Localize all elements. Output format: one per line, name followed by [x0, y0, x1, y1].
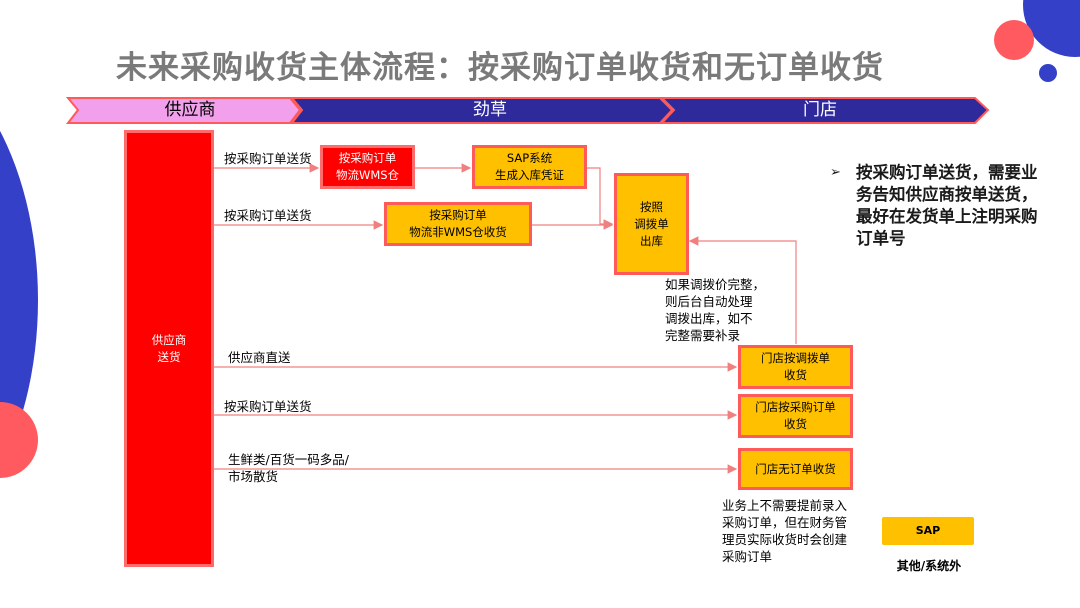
bullet-text: 按采购订单送货，需要业务告知供应商按单送货，最好在发货单上注明采购订单号	[856, 163, 1038, 248]
non-wms-box: 按采购订单 物流非WMS仓收货	[384, 202, 532, 246]
deco-blue-dot-topright	[1039, 64, 1057, 82]
connector-return-transfer	[688, 236, 797, 344]
sap-receipt-box: SAP系统 生成入库凭证	[472, 145, 587, 189]
bullet-arrow-icon: ➢	[830, 165, 841, 180]
lane-header	[65, 97, 990, 124]
bullet-point: ➢ 按采购订单送货，需要业务告知供应商按单送货，最好在发货单上注明采购订单号	[830, 162, 1045, 250]
lane-arrow-jincao	[289, 97, 674, 124]
legend-sap-box: SAP	[882, 517, 974, 545]
flow-label-fresh: 生鲜类/百货一码多品/ 市场散货	[228, 452, 349, 484]
wms-warehouse-box: 按采购订单 物流WMS仓	[320, 145, 415, 189]
lane-arrow-supplier	[65, 97, 302, 124]
page-title: 未来采购收货主体流程：按采购订单收货和无订单收货	[116, 50, 884, 86]
lane-label-store: 门店	[803, 100, 837, 120]
flow-label-po-wms: 按采购订单送货	[224, 151, 312, 166]
legend-label: 其他/系统外	[896, 559, 962, 573]
store-nopo-receipt-box: 门店无订单收货	[738, 448, 853, 490]
supplier-delivery-box: 供应商 送货	[124, 130, 214, 567]
connector-sap-transfer	[587, 167, 614, 229]
deco-coral-circle-topright	[994, 20, 1034, 60]
deco-blue-circle-topright	[1023, 0, 1080, 57]
flow-label-po-nonwms: 按采购订单送货	[224, 208, 312, 223]
lane-label-supplier: 供应商	[164, 100, 216, 120]
flow-label-direct: 供应商直送	[228, 350, 291, 365]
store-po-receipt-box: 门店按采购订单 收货	[738, 394, 853, 438]
flow-label-po-store: 按采购订单送货	[224, 399, 312, 414]
transfer-out-box: 按照 调拨单 出库	[614, 173, 689, 275]
lane-arrow-store	[659, 97, 990, 124]
note-transfer: 如果调拨价完整， 则后台自动处理 调拨出库，如不 完整需要补录	[665, 277, 766, 343]
store-transfer-receipt-box: 门店按调拨单 收货	[738, 345, 853, 389]
lane-label-jincao: 劲草	[473, 100, 507, 120]
deco-blue-arc-left	[0, 130, 38, 470]
deco-coral-circle-left	[0, 402, 38, 478]
note-no-po: 业务上不需要提前录入 采购订单，但在财务管 理员实际收货时会创建 采购订单	[722, 498, 848, 564]
